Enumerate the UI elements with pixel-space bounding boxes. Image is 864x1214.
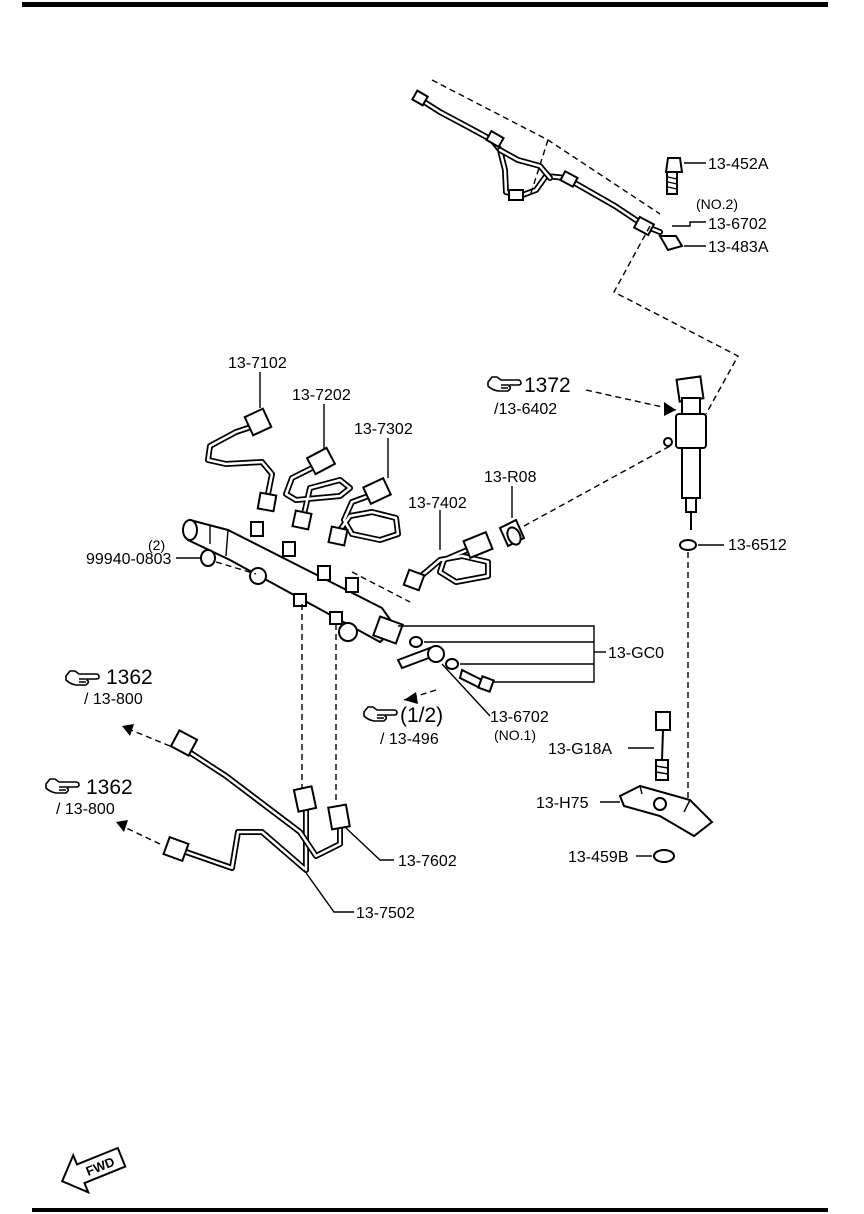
injection-pipe-13-7202 — [283, 446, 353, 531]
ref-1362-b-sub: / 13-800 — [56, 801, 115, 818]
label-qty2: (2) — [148, 537, 165, 553]
washer-13-gc0-b — [445, 658, 459, 670]
plug-99940-0803 — [200, 549, 216, 567]
stud-bolt-13-g18a — [655, 711, 671, 781]
pointing-hand-icon — [65, 670, 100, 686]
injection-pipe-13-7102 — [205, 407, 278, 513]
fwd-arrow-icon: FWD — [60, 1146, 127, 1195]
label-13-7202: 13-7202 — [292, 387, 351, 404]
clamp-13-h75 — [618, 784, 714, 838]
fuel-pipe-13-7502 — [162, 729, 351, 873]
ref-1362-a-sub: / 13-800 — [84, 691, 143, 708]
injection-pipe-13-7302 — [327, 476, 401, 547]
injector-harness — [410, 89, 663, 237]
label-13-483a: 13-483A — [708, 239, 769, 256]
injection-pipe-13-7402 — [402, 530, 494, 592]
label-13-r08: 13-R08 — [484, 469, 537, 486]
label-13-gc0: 13-GC0 — [608, 645, 664, 662]
ref-1372-number: 1372 — [524, 374, 571, 397]
common-rail — [182, 518, 404, 645]
pointing-hand-icon — [363, 706, 398, 722]
pointing-hand-icon — [487, 376, 522, 392]
bolt-13-452a — [664, 157, 684, 195]
label-13-7302: 13-7302 — [354, 421, 413, 438]
top-border — [22, 2, 828, 7]
fuel-injector — [663, 375, 707, 530]
washer-13-6512 — [679, 539, 697, 551]
label-13-7402: 13-7402 — [408, 495, 467, 512]
washer-13-gc0-a — [409, 636, 423, 648]
label-13-6702-no2: 13-6702 — [708, 216, 767, 233]
label-13-7502: 13-7502 — [356, 905, 415, 922]
ref-1362-a-number: 1362 — [106, 666, 153, 689]
label-13-h75: 13-H75 — [536, 795, 589, 812]
ref-1372-sub: /13-6402 — [494, 401, 557, 418]
seal-13-r08 — [498, 518, 526, 548]
label-13-6702-no1: 13-6702 — [490, 709, 549, 726]
label-13-452a: 13-452A — [708, 156, 769, 173]
ref-1362-b-number: 1362 — [86, 776, 133, 799]
label-13-459b: 13-459B — [568, 849, 629, 866]
washer-13-459b — [653, 849, 675, 863]
label-13-7602: 13-7602 — [398, 853, 457, 870]
bolt-13-gc0 — [458, 668, 495, 693]
ref-half-sub: / 13-496 — [380, 731, 439, 748]
ref-half-number: (1/2) — [400, 704, 443, 727]
bottom-border — [32, 1208, 828, 1212]
label-99940-0803: 99940-0803 — [86, 551, 172, 568]
label-13-7102: 13-7102 — [228, 355, 287, 372]
return-fitting-13-6702-no1 — [396, 645, 445, 670]
label-13-g18a: 13-G18A — [548, 741, 612, 758]
label-13-6512: 13-6512 — [728, 537, 787, 554]
pointing-hand-icon — [45, 778, 80, 794]
label-no1: (NO.1) — [494, 727, 536, 743]
clip-13-483a — [658, 235, 684, 252]
label-no2: (NO.2) — [696, 196, 738, 212]
